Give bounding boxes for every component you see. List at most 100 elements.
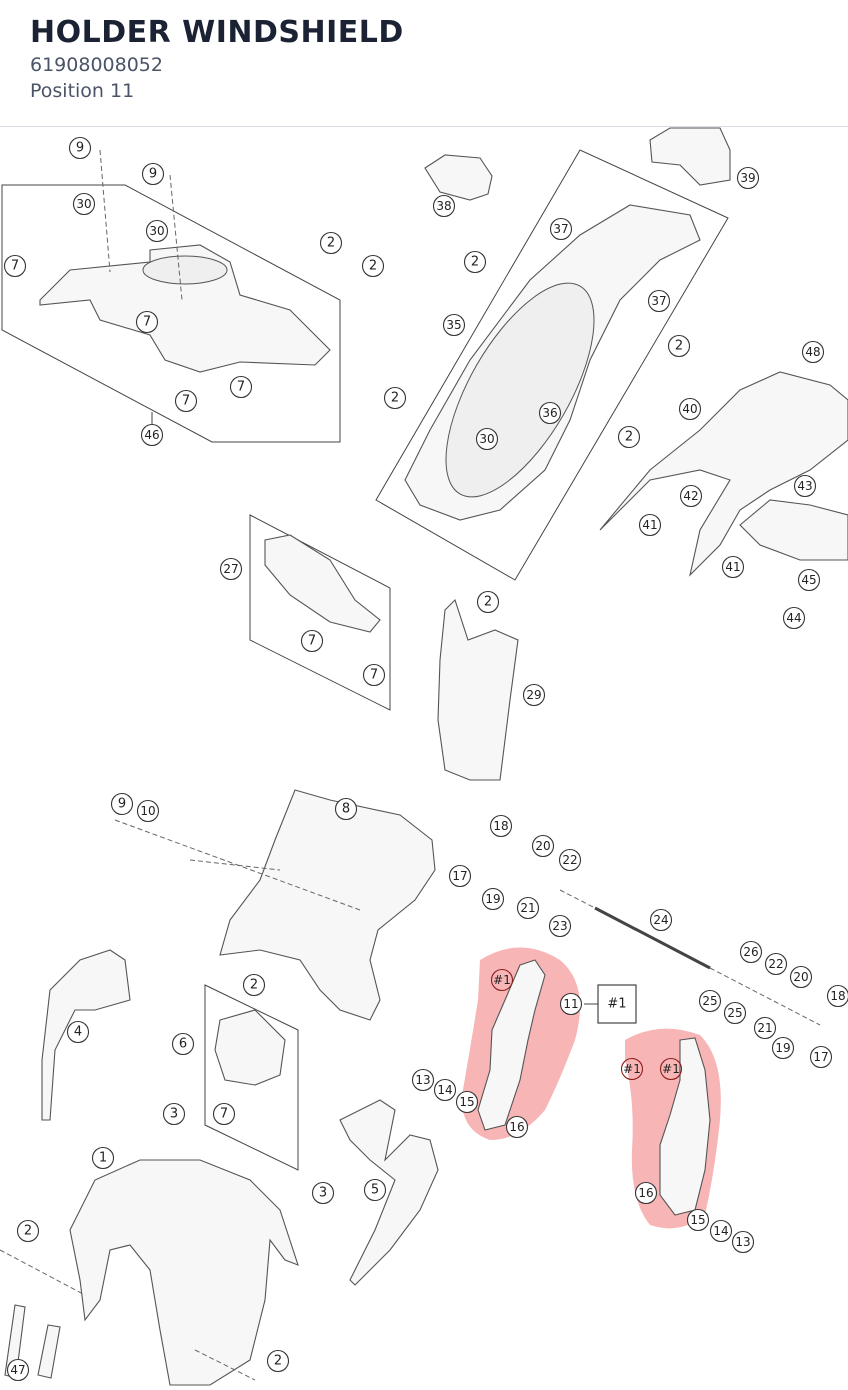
- callout-circle: [432, 194, 456, 218]
- part-38: [424, 154, 493, 201]
- callout-label: 48: [805, 345, 820, 359]
- callout-#1: #1: [659, 1057, 683, 1081]
- callout-circle: [667, 334, 691, 358]
- callout-circle: [505, 1115, 529, 1139]
- callout-circle: [242, 973, 266, 997]
- callout-6: 6: [171, 1032, 195, 1056]
- callout-circle: [782, 606, 806, 630]
- callout-label: 41: [642, 518, 657, 532]
- callout-circle: [219, 557, 243, 581]
- callout-circle: [229, 375, 253, 399]
- callout-13: 13: [411, 1068, 435, 1092]
- side-trim-4: [41, 949, 131, 1121]
- cover-part-6: [214, 1009, 286, 1086]
- rod-24: [594, 906, 711, 970]
- callout-7: 7: [229, 375, 253, 399]
- callout-label: 3: [170, 1107, 178, 1122]
- callout-4: 4: [66, 1020, 90, 1044]
- callout-circle: [171, 1032, 195, 1056]
- callout-label: 7: [143, 315, 151, 330]
- callout-label: 1: [99, 1151, 107, 1166]
- callout-label: 18: [830, 989, 845, 1003]
- callout-circle: [433, 1078, 457, 1102]
- callout-circle: [538, 401, 562, 425]
- callout-label: 43: [797, 479, 812, 493]
- callout-label: 2: [250, 978, 258, 993]
- callout-label: 44: [786, 611, 801, 625]
- callout-circle: [300, 629, 324, 653]
- callout-circle: [383, 386, 407, 410]
- callout-circle: [91, 1146, 115, 1170]
- callout-circle: [771, 1036, 795, 1060]
- callout-13: 13: [731, 1230, 755, 1254]
- callout-label: 6: [179, 1037, 187, 1052]
- callout-circle: [361, 254, 385, 278]
- callout-label: 16: [638, 1186, 653, 1200]
- callout-5: 5: [363, 1178, 387, 1202]
- callout-circle: [212, 1102, 236, 1126]
- callout-3: 3: [162, 1102, 186, 1126]
- callout-42: 42: [679, 484, 703, 508]
- callout-40: 40: [678, 397, 702, 421]
- part-position: Position 11: [30, 80, 135, 102]
- callout-label: 7: [182, 394, 190, 409]
- callout-11: 11: [559, 992, 583, 1016]
- callout-19: 19: [771, 1036, 795, 1060]
- callout-circle: [363, 1178, 387, 1202]
- callout-2: 2: [319, 231, 343, 255]
- side-trim-5: [339, 1099, 439, 1286]
- callout-7: 7: [362, 663, 386, 687]
- callout-circle: [620, 1057, 644, 1081]
- callout-circle: [136, 799, 160, 823]
- callout-label: 30: [76, 197, 91, 211]
- callout-7: 7: [300, 629, 324, 653]
- callout-label: 7: [11, 259, 19, 274]
- callout-1: 1: [91, 1146, 115, 1170]
- tank-cover-part: [39, 244, 331, 373]
- callout-circle: [638, 513, 662, 537]
- callout-19: 19: [481, 887, 505, 911]
- callout-#1: #1: [620, 1057, 644, 1081]
- callout-label: 2: [391, 391, 399, 406]
- callout-47: 47: [6, 1358, 30, 1382]
- callout-17: 17: [809, 1045, 833, 1069]
- callout-22: 22: [558, 848, 582, 872]
- callout-label: 20: [793, 970, 808, 984]
- callout-label: 2: [625, 430, 633, 445]
- callout-circle: [162, 1102, 186, 1126]
- callout-15: 15: [455, 1090, 479, 1114]
- callout-label: 26: [743, 945, 758, 959]
- callout-circle: [66, 1020, 90, 1044]
- callout-label: 46: [144, 428, 159, 442]
- callout-circle: [548, 914, 572, 938]
- callout-circle: [16, 1219, 40, 1243]
- header-divider: [0, 126, 848, 127]
- callout-label: 30: [479, 432, 494, 446]
- callout-circle: [558, 848, 582, 872]
- callout-label: 3: [319, 1186, 327, 1201]
- callout-label: 35: [446, 318, 461, 332]
- strip-47b: [37, 1324, 61, 1379]
- callout-circle: [531, 834, 555, 858]
- callout-circle: [489, 814, 513, 838]
- callout-circle: [362, 663, 386, 687]
- callout-circle: [490, 968, 514, 992]
- callout-circle: [476, 590, 500, 614]
- callout-label: 2: [369, 259, 377, 274]
- callout-label: 30: [149, 224, 164, 238]
- callout-36: 36: [538, 401, 562, 425]
- part-title: HOLDER WINDSHIELD: [30, 15, 404, 50]
- callout-35: 35: [442, 313, 466, 337]
- callout-circle: [686, 1208, 710, 1232]
- callout-circle: [801, 340, 825, 364]
- callout-label: 2: [471, 255, 479, 270]
- cover-part-27: [264, 534, 381, 633]
- callout-9: 9: [110, 792, 134, 816]
- callout-label: 2: [327, 236, 335, 251]
- callout-label: 38: [436, 199, 451, 213]
- callout-label: 2: [274, 1354, 282, 1369]
- callout-label: 19: [485, 892, 500, 906]
- callout-37: 37: [549, 217, 573, 241]
- callout-circle: [140, 423, 164, 447]
- callout-circle: [793, 474, 817, 498]
